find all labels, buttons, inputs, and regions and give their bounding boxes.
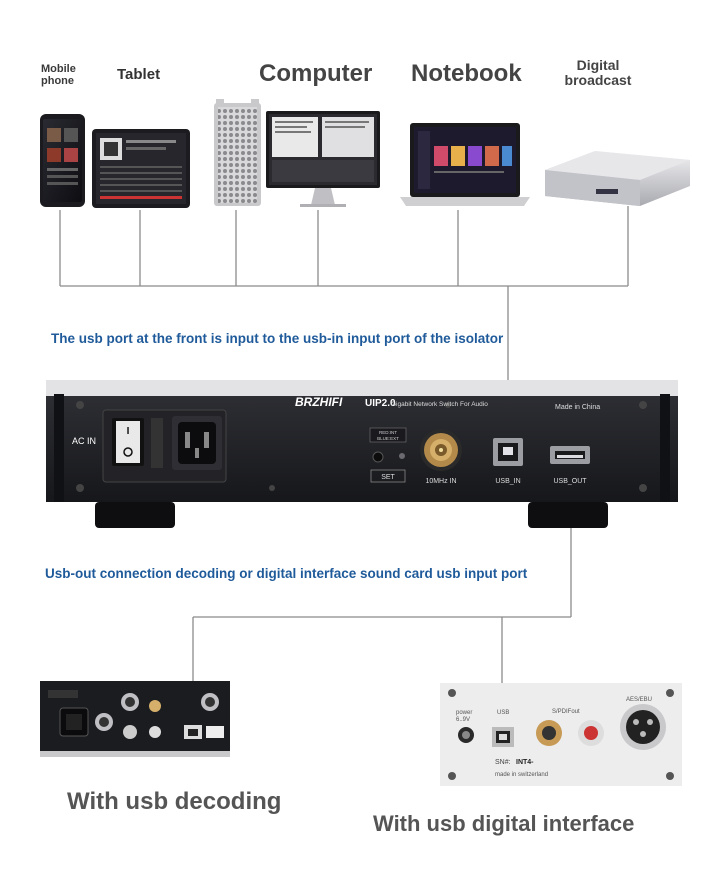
interface-sn-label: SN#: bbox=[495, 759, 511, 766]
clock-in-label: 10MHz IN bbox=[425, 478, 456, 485]
notebook-image bbox=[400, 123, 530, 206]
interface-voltage-label: 6..9V bbox=[456, 717, 470, 723]
interface-usb-label: USB bbox=[497, 710, 509, 716]
front-usb-caption: The usb port at the front is input to th… bbox=[51, 331, 504, 346]
usb-out-caption: Usb-out connection decoding or digital i… bbox=[45, 566, 528, 581]
usb-in-label: USB_IN bbox=[495, 478, 520, 485]
connection-lines bbox=[59, 206, 629, 732]
svg-text:I: I bbox=[127, 426, 130, 437]
notebook-label: Notebook bbox=[411, 60, 522, 87]
computer-monitor-image bbox=[266, 111, 380, 207]
usb-out-label: USB_OUT bbox=[553, 478, 587, 485]
usb-decoder-device bbox=[40, 681, 230, 757]
model-label: UIP2.0 bbox=[365, 398, 396, 409]
led-label-red: RED:INT bbox=[379, 430, 397, 435]
computer-label: Computer bbox=[259, 60, 373, 87]
tablet-image bbox=[92, 129, 190, 208]
mobile-phone-image bbox=[40, 114, 85, 207]
tablet-label: Tablet bbox=[117, 66, 161, 83]
interface-spdif-label: S/PDIFout bbox=[552, 709, 580, 715]
interface-aes-label: AES/EBU bbox=[626, 697, 652, 703]
usb-interface-label: With usb digital interface bbox=[373, 811, 635, 836]
ac-in-label: AC IN bbox=[72, 436, 96, 446]
computer-tower-image bbox=[214, 99, 261, 206]
interface-made-in-label: made in switzerland bbox=[495, 772, 548, 778]
made-in-china-label: Made in China bbox=[555, 404, 600, 411]
digital-broadcast-image bbox=[545, 151, 690, 206]
brand-label: BRZHIFI bbox=[295, 395, 343, 409]
digital-broadcast-label: Digital broadcast bbox=[564, 57, 632, 88]
usb-interface-device bbox=[440, 683, 682, 786]
interface-power-label: power bbox=[456, 710, 472, 716]
usb-decoding-label: With usb decoding bbox=[67, 788, 282, 815]
mobile-phone-label: Mobile phone bbox=[41, 63, 76, 87]
isolator-device: I bbox=[46, 380, 678, 528]
interface-sn-value: INT4- bbox=[516, 759, 534, 766]
led-label-blue: BLUE:EXT bbox=[377, 436, 399, 441]
set-label: SET bbox=[381, 474, 395, 481]
subtitle-label: Gigabit Network Switch For Audio bbox=[391, 401, 488, 408]
